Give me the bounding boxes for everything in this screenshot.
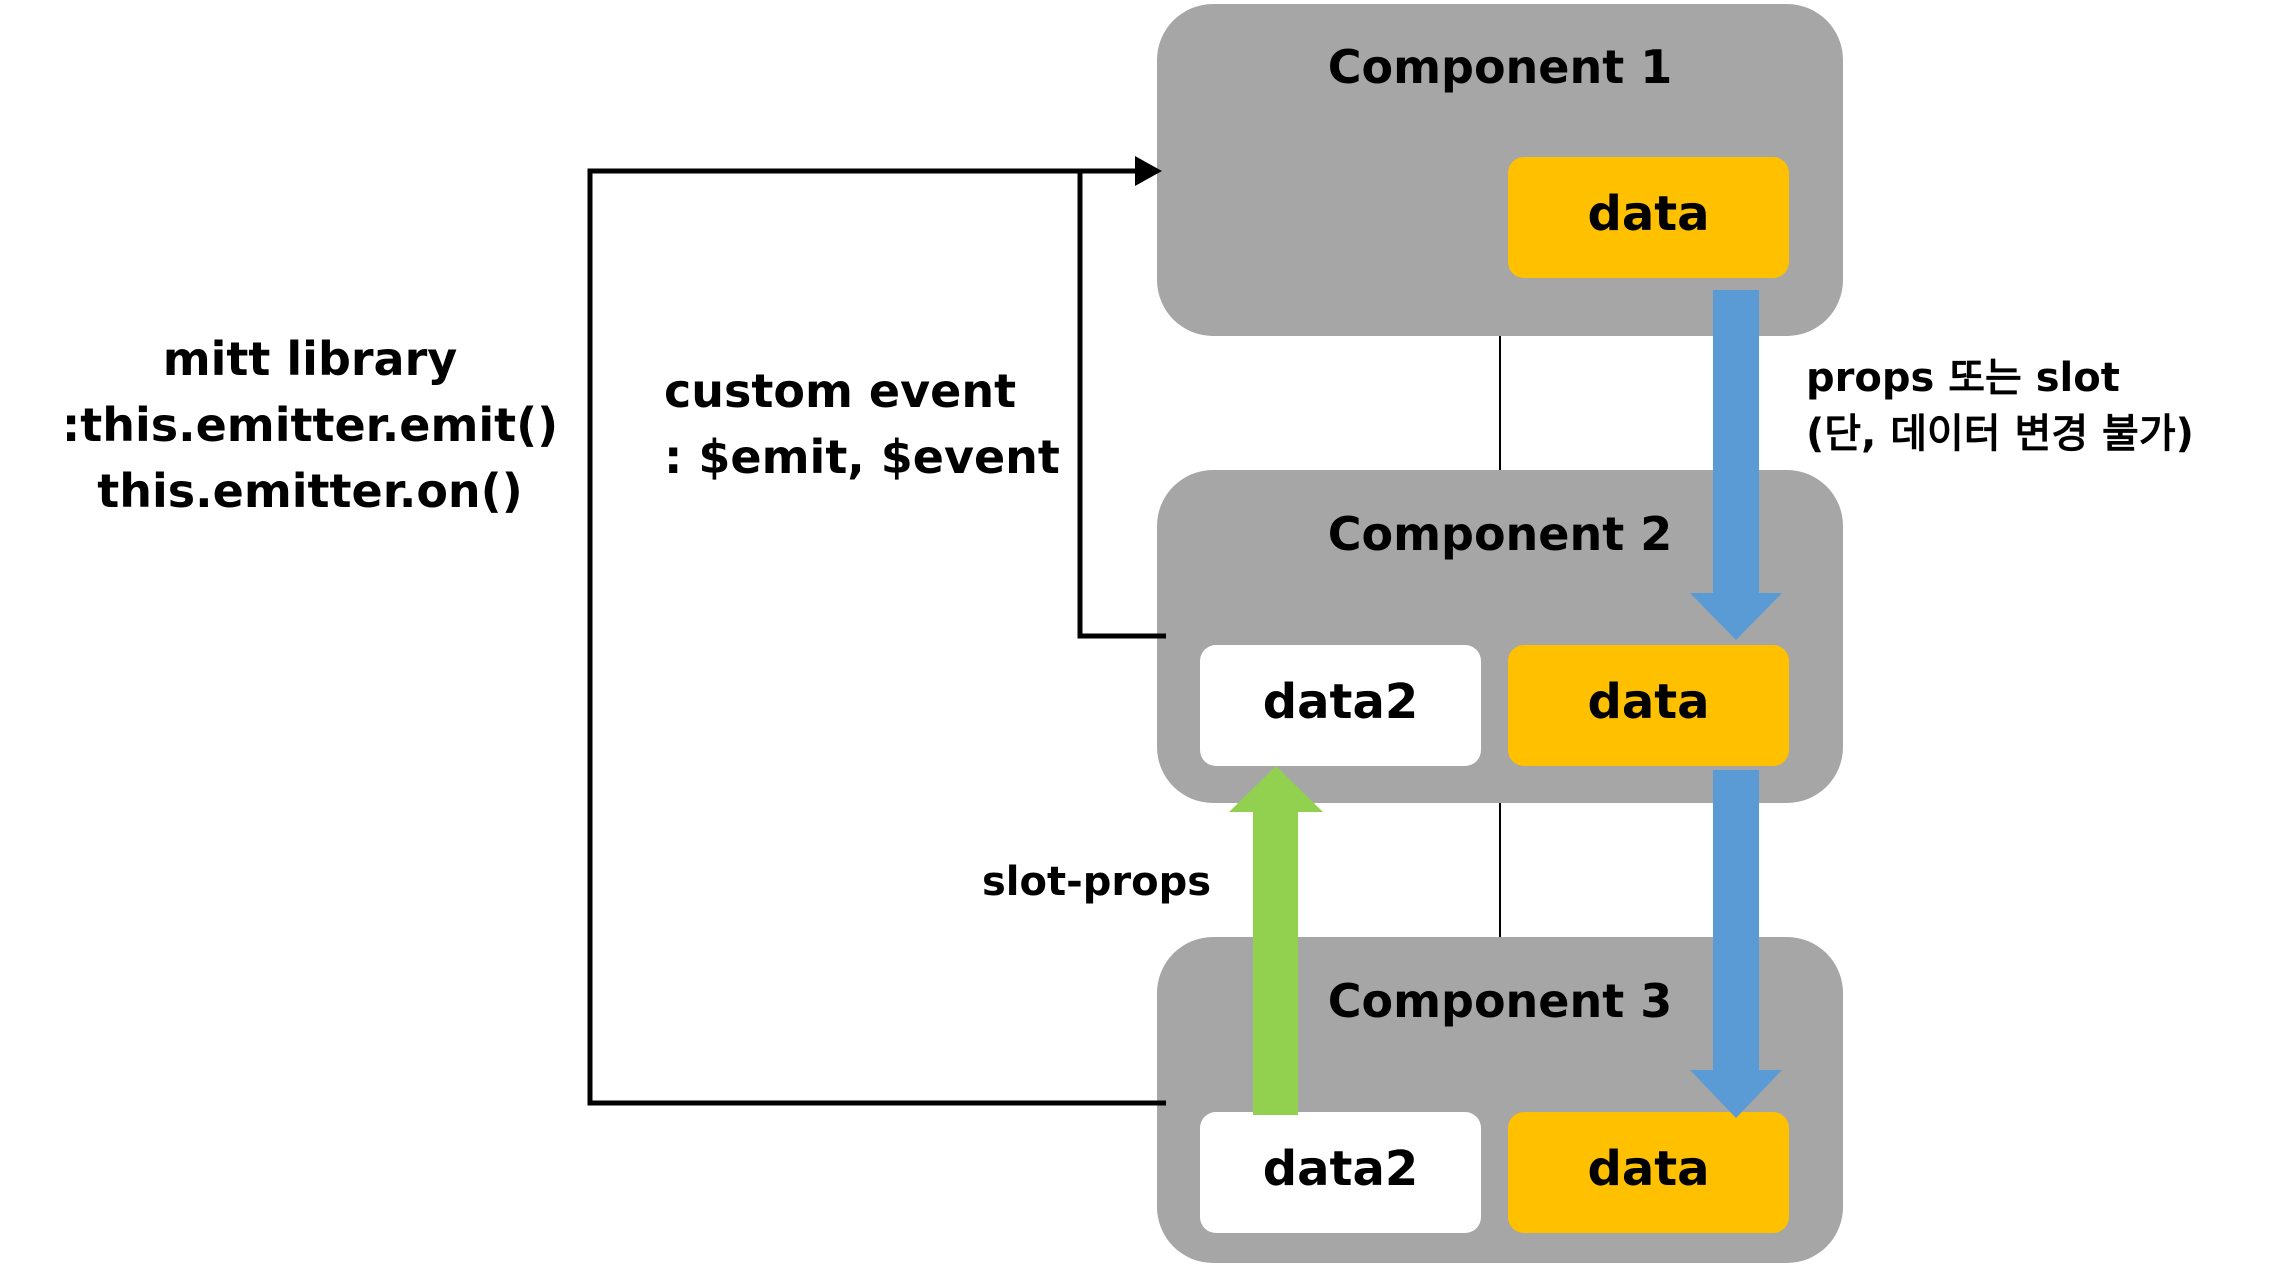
props-slot-label: props 또는 slot (단, 데이터 변경 불가) (1806, 350, 2194, 462)
component-2-data-label: data (1587, 674, 1710, 730)
component-3-data2-label: data2 (1262, 1141, 1419, 1197)
component-2-data2-label: data2 (1262, 674, 1419, 730)
mitt-library-label: mitt library :this.emitter.emit() this.e… (60, 326, 560, 524)
slot-props-arrow (1229, 766, 1323, 1115)
component-2-data-box (1508, 645, 1789, 766)
component-1-title: Component 1 (1327, 40, 1673, 94)
slot-props-label: slot-props (982, 859, 1212, 905)
props-arrow-2-to-3 (1690, 770, 1782, 1118)
component-3-data-box (1508, 1112, 1789, 1233)
component-3-title: Component 3 (1327, 974, 1673, 1028)
component-1-data-label: data (1587, 186, 1710, 242)
custom-event-label: custom event : $emit, $event (664, 358, 1060, 490)
component-2-title: Component 2 (1327, 507, 1673, 561)
component-1-data-box (1508, 157, 1789, 278)
props-arrow-1-to-2 (1690, 290, 1782, 640)
custom-event-line-2: : $emit, $event (664, 430, 1060, 484)
mitt-line-1: mitt library (162, 332, 458, 386)
component-3-data2-box (1200, 1112, 1481, 1233)
component-2-data2-box (1200, 645, 1481, 766)
props-slot-line-1: props 또는 slot (1806, 355, 2120, 401)
mitt-line-2: :this.emitter.emit() (61, 398, 559, 452)
mitt-event-line (587, 168, 1166, 1106)
component-3-data-label: data (1587, 1141, 1710, 1197)
custom-event-line-1: custom event (664, 364, 1017, 418)
event-arrowhead (1135, 156, 1162, 186)
custom-event-line (1077, 168, 1166, 639)
props-slot-line-2: (단, 데이터 변경 불가) (1806, 411, 2194, 457)
mitt-line-3: this.emitter.on() (97, 464, 523, 518)
